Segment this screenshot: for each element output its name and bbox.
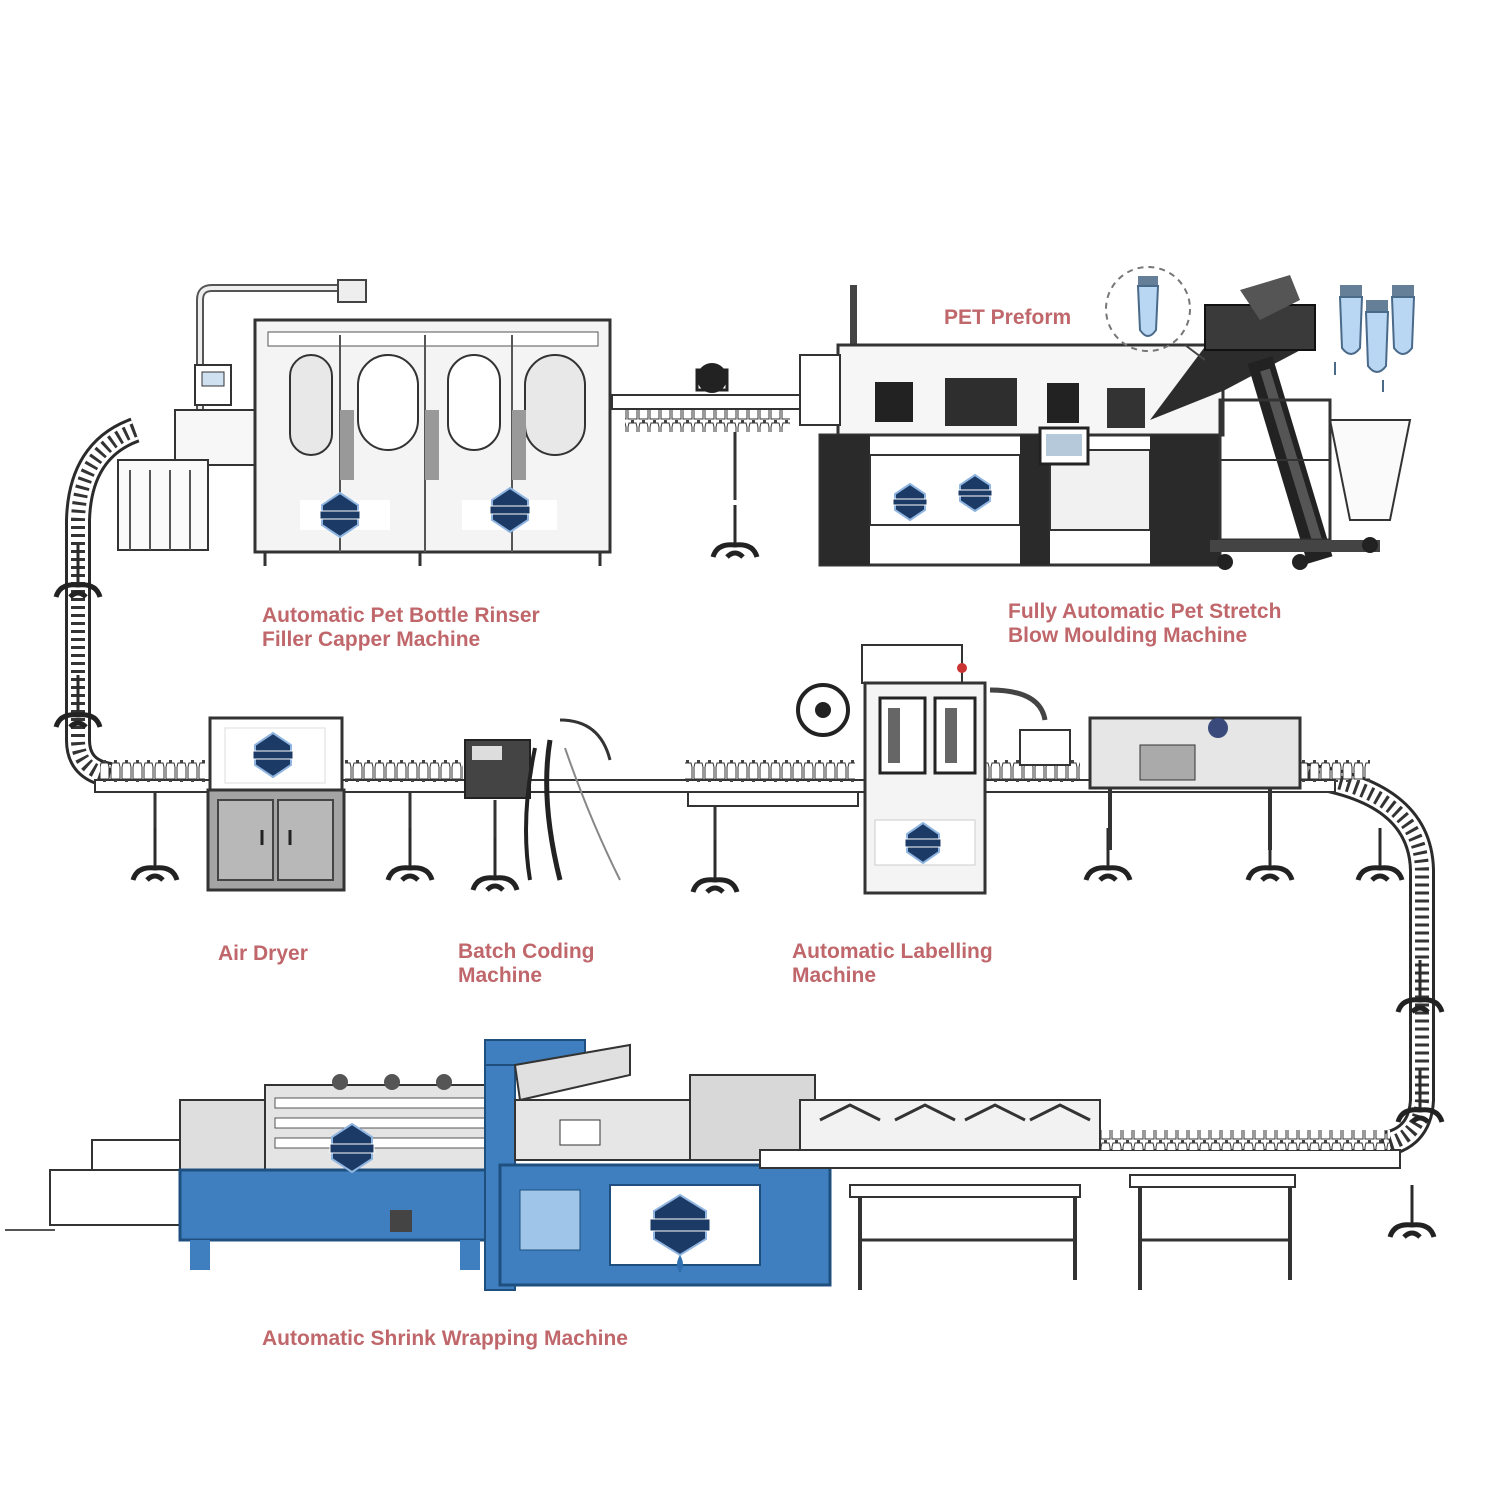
rinser-filler-capper-machine [117, 279, 612, 566]
petking-logo-icon [489, 486, 531, 534]
shrink-wrapping-machine [5, 1039, 832, 1291]
labelling-machine [796, 644, 1302, 895]
petking-logo-icon [892, 482, 928, 522]
left-vertical-conveyor [56, 417, 140, 788]
top-conveyor [611, 363, 813, 557]
batch-coding-machine [464, 718, 621, 890]
labelling-machine-label: Automatic Labelling Machine [792, 940, 993, 987]
air-dryer-label: Air Dryer [218, 942, 308, 965]
right-vertical-conveyor [1298, 762, 1442, 1237]
petking-logo-icon [319, 491, 361, 539]
blow-moulding-machine [799, 275, 1412, 570]
batch-coding-label: Batch Coding Machine [458, 940, 595, 987]
shrink-wrapping-label: Automatic Shrink Wrapping Machine [262, 1327, 628, 1350]
petking-logo-icon [329, 1122, 375, 1174]
petking-logo-icon [904, 821, 942, 865]
bottom-conveyor [759, 1099, 1401, 1290]
pet-preform-label: PET Preform [944, 306, 1072, 329]
pet-preform-icon [1105, 266, 1416, 392]
petking-logo-icon [957, 473, 993, 513]
rinser-filler-capper-label: Automatic Pet Bottle Rinser Filler Cappe… [262, 604, 540, 651]
petking-logo-icon [252, 731, 294, 779]
blow-moulding-label: Fully Automatic Pet Stretch Blow Mouldin… [1008, 600, 1282, 647]
petking-logo-icon [649, 1193, 711, 1273]
middle-conveyor [94, 760, 1402, 892]
